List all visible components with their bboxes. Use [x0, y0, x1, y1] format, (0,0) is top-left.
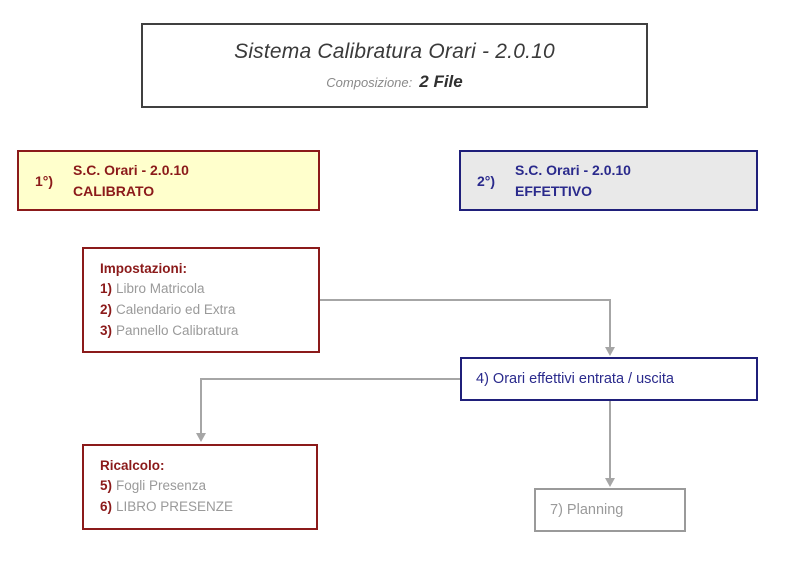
list-item[interactable]: 3)Pannello Calibratura — [100, 321, 318, 342]
list-item-label: Fogli Presenza — [116, 478, 207, 493]
list-item-number: 1) — [100, 281, 113, 296]
composition-label: Composizione: — [326, 75, 413, 90]
node-line-2: EFFETTIVO — [515, 182, 592, 199]
list-item[interactable]: 5)Fogli Presenza — [100, 476, 316, 497]
node-impostazioni[interactable]: Impostazioni: 1)Libro Matricola 2)Calend… — [82, 247, 320, 353]
list-item-label: Libro Matricola — [116, 281, 205, 296]
arrowhead-down-icon — [605, 347, 615, 356]
arrowhead-down-icon — [196, 433, 206, 442]
ricalcolo-heading: Ricalcolo: — [100, 458, 165, 473]
node-ordinal: 1°) — [35, 172, 54, 189]
arrowhead-down-icon — [605, 478, 615, 487]
node-line-1: S.C. Orari - 2.0.10 — [515, 162, 631, 179]
list-item-label: Pannello Calibratura — [116, 322, 239, 338]
node-sc-orari-calibrato[interactable]: 1°) S.C. Orari - 2.0.10 CALIBRATO — [17, 150, 320, 211]
node-sc-orari-effettivo[interactable]: 2°) S.C. Orari - 2.0.10 EFFETTIVO — [459, 150, 758, 211]
connector-orari-to-planning-vertical — [609, 401, 611, 479]
node-ordinal: 2°) — [477, 172, 496, 189]
list-item-label: Calendario ed Extra — [116, 301, 236, 317]
node-label: 4) Orari effettivi entrata / uscita — [476, 371, 674, 387]
page-title: Sistema Calibratura Orari - 2.0.10 — [234, 40, 555, 63]
node-planning[interactable]: 7) Planning — [534, 488, 686, 532]
connector-orari-to-ricalcolo-horizontal — [200, 378, 460, 380]
list-item-label: LIBRO PRESENZE — [116, 498, 234, 514]
list-item-number: 6) — [100, 498, 113, 514]
node-line-2: CALIBRATO — [73, 182, 155, 199]
node-label: 7) Planning — [550, 502, 624, 518]
list-item-number: 2) — [100, 301, 113, 317]
list-item[interactable]: 2)Calendario ed Extra — [100, 300, 318, 321]
list-item[interactable]: 1)Libro Matricola — [100, 279, 318, 300]
node-orari-effettivi[interactable]: 4) Orari effettivi entrata / uscita — [460, 357, 758, 401]
composition-line: Composizione: 2 File — [326, 73, 462, 91]
list-item-number: 5) — [100, 478, 113, 493]
node-line-1: S.C. Orari - 2.0.10 — [73, 162, 189, 179]
list-item[interactable]: 6)LIBRO PRESENZE — [100, 497, 316, 518]
node-ricalcolo[interactable]: Ricalcolo: 5)Fogli Presenza 6)LIBRO PRES… — [82, 444, 318, 530]
node-text-lines: S.C. Orari - 2.0.10 EFFETTIVO — [515, 160, 631, 201]
list-item-number: 3) — [100, 322, 113, 338]
impostazioni-heading: Impostazioni: — [100, 261, 187, 276]
connector-orari-to-ricalcolo-vertical — [200, 378, 202, 434]
node-text-lines: S.C. Orari - 2.0.10 CALIBRATO — [73, 160, 189, 201]
composition-value: 2 File — [419, 72, 463, 91]
connector-impostazioni-to-orari-vertical — [609, 299, 611, 348]
title-box: Sistema Calibratura Orari - 2.0.10 Compo… — [141, 23, 648, 108]
connector-impostazioni-to-orari-horizontal — [320, 299, 611, 301]
